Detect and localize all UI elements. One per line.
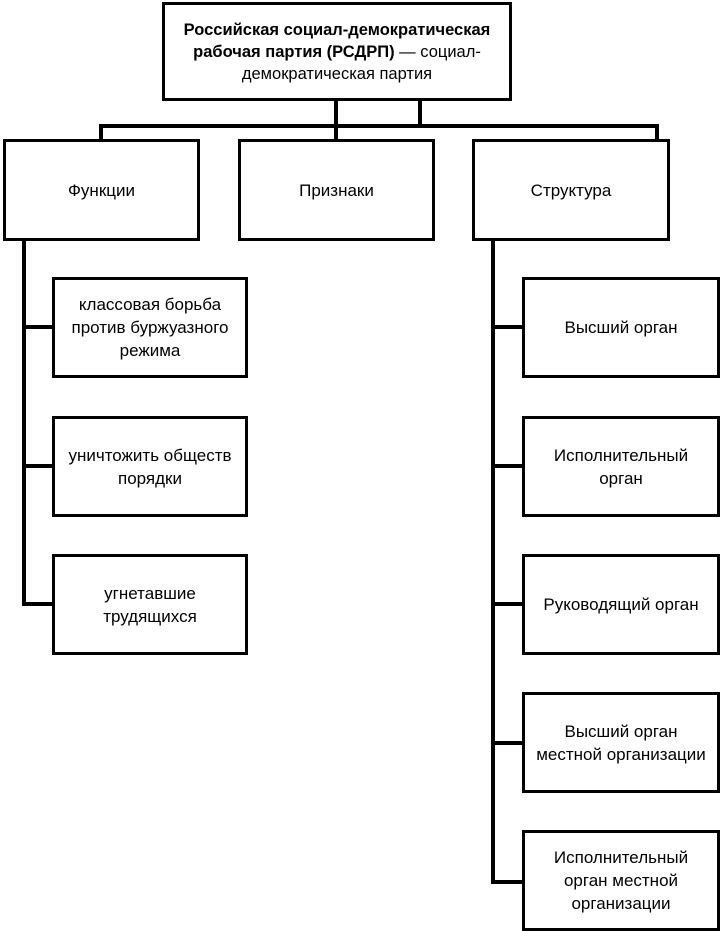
connector-structure-1 xyxy=(491,325,523,329)
connector-structure-spine xyxy=(491,240,495,884)
category-functions-label: Функции xyxy=(68,180,135,200)
connector-root-right xyxy=(418,100,422,126)
structure-node-3-label: Руководящий орган xyxy=(543,595,699,614)
root-title-bold: Российская социал-демократическая рабоча… xyxy=(183,20,491,61)
structure-node-1-label: Высший орган xyxy=(564,318,678,337)
structure-node-2: Исполнительный орган xyxy=(522,416,720,517)
function-node-3: угнетавшие трудящихся xyxy=(52,554,248,655)
structure-node-2-label: Исполнительный орган xyxy=(553,445,689,488)
connector-structure-5 xyxy=(491,880,523,884)
structure-node-4-label: Высший орган местной организации xyxy=(536,721,706,764)
root-title-rest: — социал-демократическая партия xyxy=(241,42,481,83)
function-node-1: классовая борьба против буржуазного режи… xyxy=(52,277,248,378)
connector-structure-3 xyxy=(491,602,523,606)
category-functions: Функции xyxy=(3,139,200,241)
category-features-label: Признаки xyxy=(299,180,374,200)
connector-function-3 xyxy=(22,602,53,606)
connector-horizontal-bus xyxy=(99,124,659,128)
function-node-3-label: угнетавшие трудящихся xyxy=(103,583,197,626)
connector-function-2 xyxy=(22,464,53,468)
connector-structure-4 xyxy=(491,741,523,745)
root-node: Российская социал-демократическая рабоча… xyxy=(162,2,512,101)
connector-bus-structure xyxy=(655,124,659,140)
structure-node-4: Высший орган местной организации xyxy=(522,692,720,793)
structure-node-5-label: Исполнительный орган местной организации xyxy=(553,848,689,913)
function-node-2: уничтожить обществ порядки xyxy=(52,416,248,517)
connector-structure-2 xyxy=(491,464,523,468)
root-title: Российская социал-демократическая рабоча… xyxy=(169,19,505,85)
connector-bus-functions xyxy=(99,124,103,140)
function-node-2-label: уничтожить обществ порядки xyxy=(68,445,232,488)
category-features: Признаки xyxy=(238,139,435,241)
category-structure: Структура xyxy=(472,139,670,241)
connector-function-1 xyxy=(22,325,53,329)
function-node-1-label: классовая борьба против буржуазного режи… xyxy=(71,295,229,360)
structure-node-3: Руководящий орган xyxy=(522,554,720,655)
structure-node-5: Исполнительный орган местной организации xyxy=(522,830,720,931)
category-structure-label: Структура xyxy=(530,180,612,200)
connector-functions-spine xyxy=(22,240,26,606)
structure-node-1: Высший орган xyxy=(522,277,720,378)
connector-root-left xyxy=(334,100,338,140)
